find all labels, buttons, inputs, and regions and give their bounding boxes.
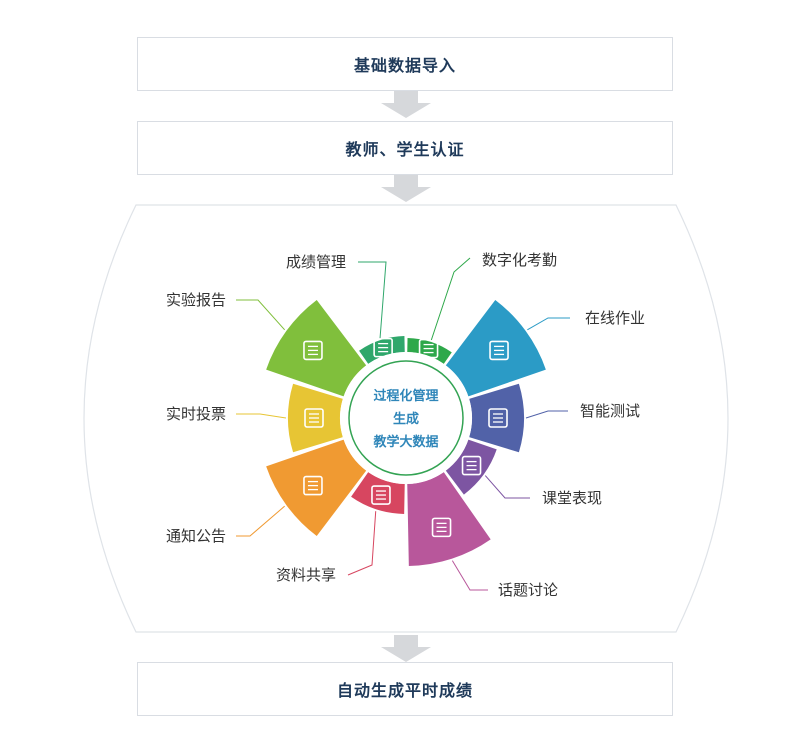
connector-7	[236, 505, 285, 537]
segment-label-6: 资料共享	[276, 566, 336, 584]
arrow-down-2	[381, 175, 431, 202]
bell-icon	[303, 475, 323, 496]
report-doc-icon	[303, 340, 323, 361]
step-final-box: 自动生成平时成绩	[137, 662, 673, 716]
segment-label-4: 课堂表现	[542, 489, 602, 507]
connector-2	[527, 317, 570, 331]
segment-label-8: 实时投票	[166, 405, 226, 423]
arrow-down-3	[381, 635, 431, 662]
clipboard-icon	[488, 408, 508, 428]
checklist-icon	[489, 340, 509, 361]
center-line-2: 生成	[393, 411, 419, 427]
center-hub: 过程化管理 生成 教学大数据	[340, 352, 472, 484]
connector-9	[236, 299, 286, 331]
segment-label-9: 实验报告	[166, 291, 226, 309]
chat-bubbles-icon	[431, 517, 452, 538]
segment-9	[266, 299, 367, 397]
step-final-label: 自动生成平时成绩	[336, 681, 473, 700]
connector-8	[236, 413, 287, 419]
step-import-label: 基础数据导入	[353, 56, 456, 75]
segment-10	[359, 336, 405, 364]
connector-3	[525, 410, 568, 419]
arrow-down-1	[381, 91, 431, 118]
step-auth-box: 教师、学生认证	[137, 121, 673, 175]
award-ribbon-icon	[461, 455, 482, 476]
segment-label-3: 智能测试	[580, 402, 640, 420]
center-line-3: 教学大数据	[372, 434, 438, 450]
center-line-1: 过程化管理	[373, 388, 438, 404]
segment-6	[351, 472, 405, 514]
connector-10	[358, 261, 387, 339]
segment-2	[445, 299, 546, 397]
book-icon	[371, 485, 391, 505]
segment-label-5: 话题讨论	[498, 581, 558, 599]
segment-label-1: 数字化考勤	[482, 251, 557, 269]
connector-1	[430, 257, 471, 341]
diagram-container-outline	[83, 204, 729, 633]
connector-6	[347, 511, 377, 576]
step-import-box: 基础数据导入	[137, 37, 673, 91]
segment-4	[445, 439, 497, 495]
segment-label-2: 在线作业	[585, 309, 645, 327]
vote-bars-icon	[304, 408, 324, 428]
segment-label-7: 通知公告	[166, 527, 226, 545]
segment-label-10: 成绩管理	[286, 253, 346, 271]
step-auth-label: 教师、学生认证	[345, 140, 465, 159]
connector-4	[484, 475, 530, 499]
segment-1	[407, 338, 452, 364]
segment-7	[266, 439, 367, 537]
connector-5	[451, 560, 488, 591]
